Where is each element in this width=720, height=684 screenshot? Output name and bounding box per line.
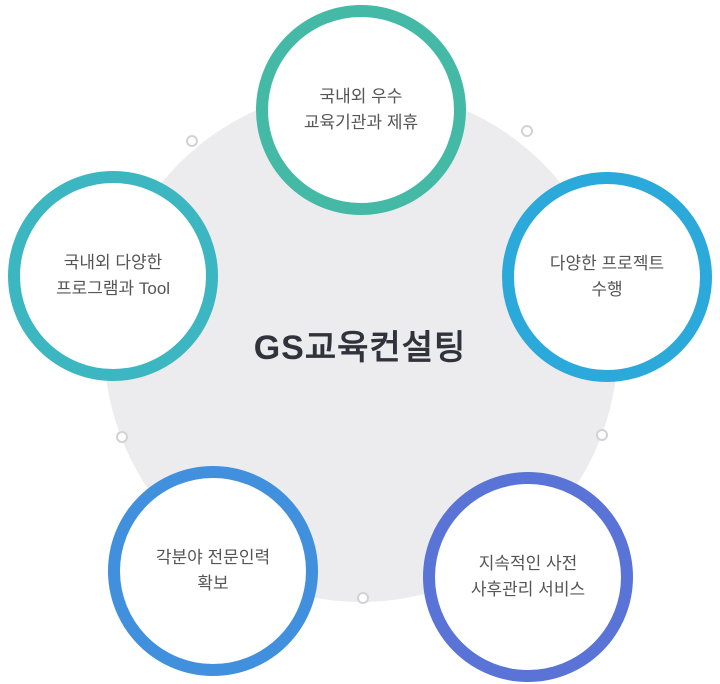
feature-circle-projects: 다양한 프로젝트 수행 <box>502 172 712 382</box>
feature-circle-experts: 각분야 전문인력 확보 <box>108 466 318 676</box>
feature-circle-label: 각분야 전문인력 확보 <box>155 547 271 593</box>
node-marker-icon <box>357 592 369 604</box>
node-marker-icon <box>186 135 198 147</box>
feature-circle-programs: 국내외 다양한 프로그램과 Tool <box>8 171 218 381</box>
feature-circle-label: 국내외 우수 교육기관과 제휴 <box>303 86 419 132</box>
diagram-title: GS교육컨설팅 <box>253 329 467 367</box>
feature-circle-partnership: 국내외 우수 교육기관과 제휴 <box>256 5 466 215</box>
feature-circle-label: 지속적인 사전 사후관리 서비스 <box>470 553 586 599</box>
node-marker-icon <box>521 125 533 137</box>
node-marker-icon <box>116 431 128 443</box>
feature-circle-label: 다양한 프로젝트 수행 <box>549 253 665 299</box>
feature-circle-service: 지속적인 사전 사후관리 서비스 <box>423 472 633 682</box>
feature-circle-label: 국내외 다양한 프로그램과 Tool <box>55 252 171 298</box>
node-marker-icon <box>596 429 608 441</box>
